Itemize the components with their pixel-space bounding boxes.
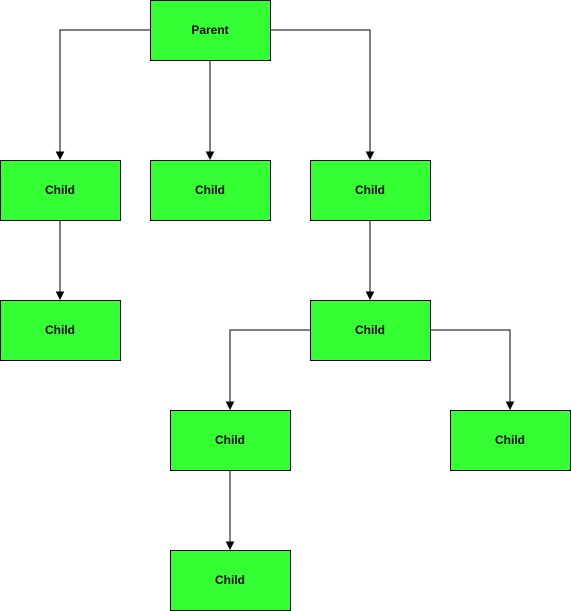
node-c2: Child	[150, 160, 271, 221]
arrowhead-icon	[55, 151, 65, 161]
node-label: Child	[495, 433, 525, 447]
node-label: Parent	[191, 23, 228, 37]
node-c1: Child	[0, 160, 121, 221]
node-label: Child	[195, 183, 225, 197]
node-c1a: Child	[0, 300, 121, 361]
node-box	[0, 300, 121, 361]
node-label: Child	[215, 433, 245, 447]
arrowhead-icon	[505, 401, 515, 411]
edge-parent-to-c2	[205, 60, 215, 161]
connector-line	[229, 329, 310, 403]
edge-c3a1-to-c3a1a	[225, 470, 235, 551]
connector-line	[270, 29, 371, 153]
node-label: Child	[355, 323, 385, 337]
node-box	[150, 0, 271, 61]
node-c3: Child	[310, 160, 431, 221]
node-c3a1a: Child	[170, 550, 291, 611]
connector-line	[59, 29, 150, 153]
node-c3a1: Child	[170, 410, 291, 471]
edge-c1-to-c1a	[55, 220, 65, 301]
node-box	[310, 300, 431, 361]
edge-parent-to-c1	[55, 29, 150, 161]
arrowhead-icon	[225, 401, 235, 411]
node-box	[0, 160, 121, 221]
node-c3a: Child	[310, 300, 431, 361]
edge-c3-to-c3a	[365, 220, 375, 301]
edge-c3a-to-c3a1	[225, 329, 310, 411]
node-label: Child	[45, 183, 75, 197]
edges-layer	[55, 29, 515, 551]
node-parent: Parent	[150, 0, 271, 61]
arrowhead-icon	[225, 541, 235, 551]
node-label: Child	[45, 323, 75, 337]
node-box	[150, 160, 271, 221]
node-box	[170, 550, 291, 611]
node-label: Child	[355, 183, 385, 197]
arrowhead-icon	[55, 291, 65, 301]
node-c3a2: Child	[450, 410, 571, 471]
arrowhead-icon	[205, 151, 215, 161]
node-box	[170, 410, 291, 471]
connector-line	[430, 329, 511, 403]
arrowhead-icon	[365, 291, 375, 301]
node-label: Child	[215, 573, 245, 587]
node-box	[310, 160, 431, 221]
edge-c3a-to-c3a2	[430, 329, 515, 411]
arrowhead-icon	[365, 151, 375, 161]
edge-parent-to-c3	[270, 29, 375, 161]
